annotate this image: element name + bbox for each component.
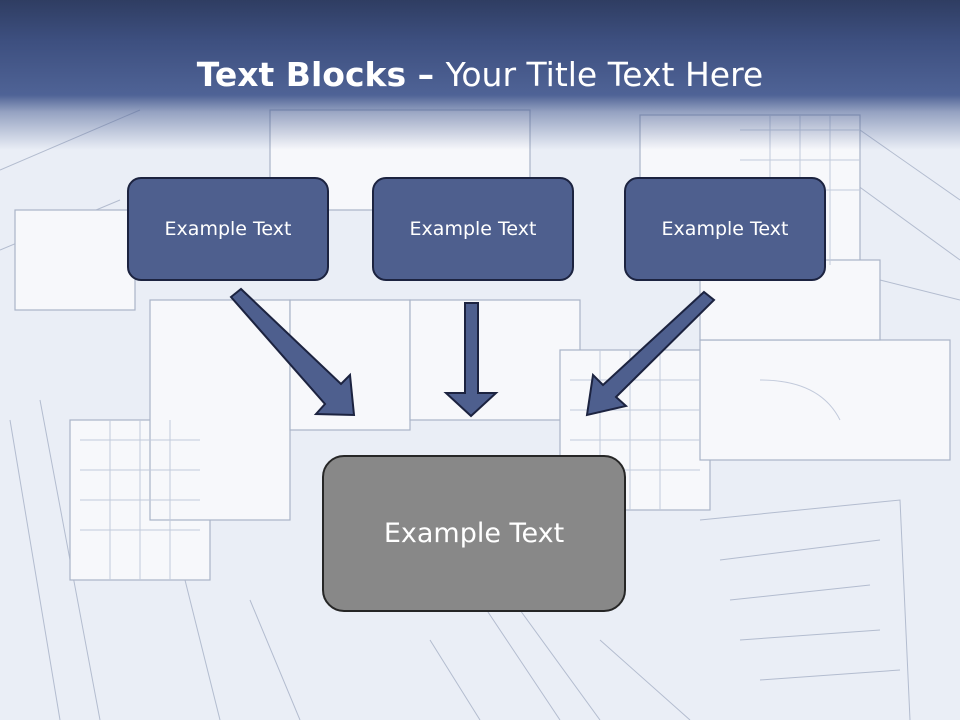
arrow-right-diagonal [585, 290, 716, 417]
title-bar [0, 0, 960, 150]
text-block-1[interactable]: Example Text [127, 177, 329, 281]
summary-text-block[interactable]: Example Text [322, 455, 626, 612]
text-block-3[interactable]: Example Text [624, 177, 826, 281]
arrow-center-down [443, 302, 499, 418]
arrow-left-diagonal [229, 287, 356, 417]
title-bold-part: Text Blocks [196, 55, 407, 94]
title-separator: – [406, 55, 446, 94]
text-block-2[interactable]: Example Text [372, 177, 574, 281]
page-title: Text Blocks – Your Title Text Here [0, 52, 960, 98]
title-rest: Your Title Text Here [445, 55, 764, 94]
